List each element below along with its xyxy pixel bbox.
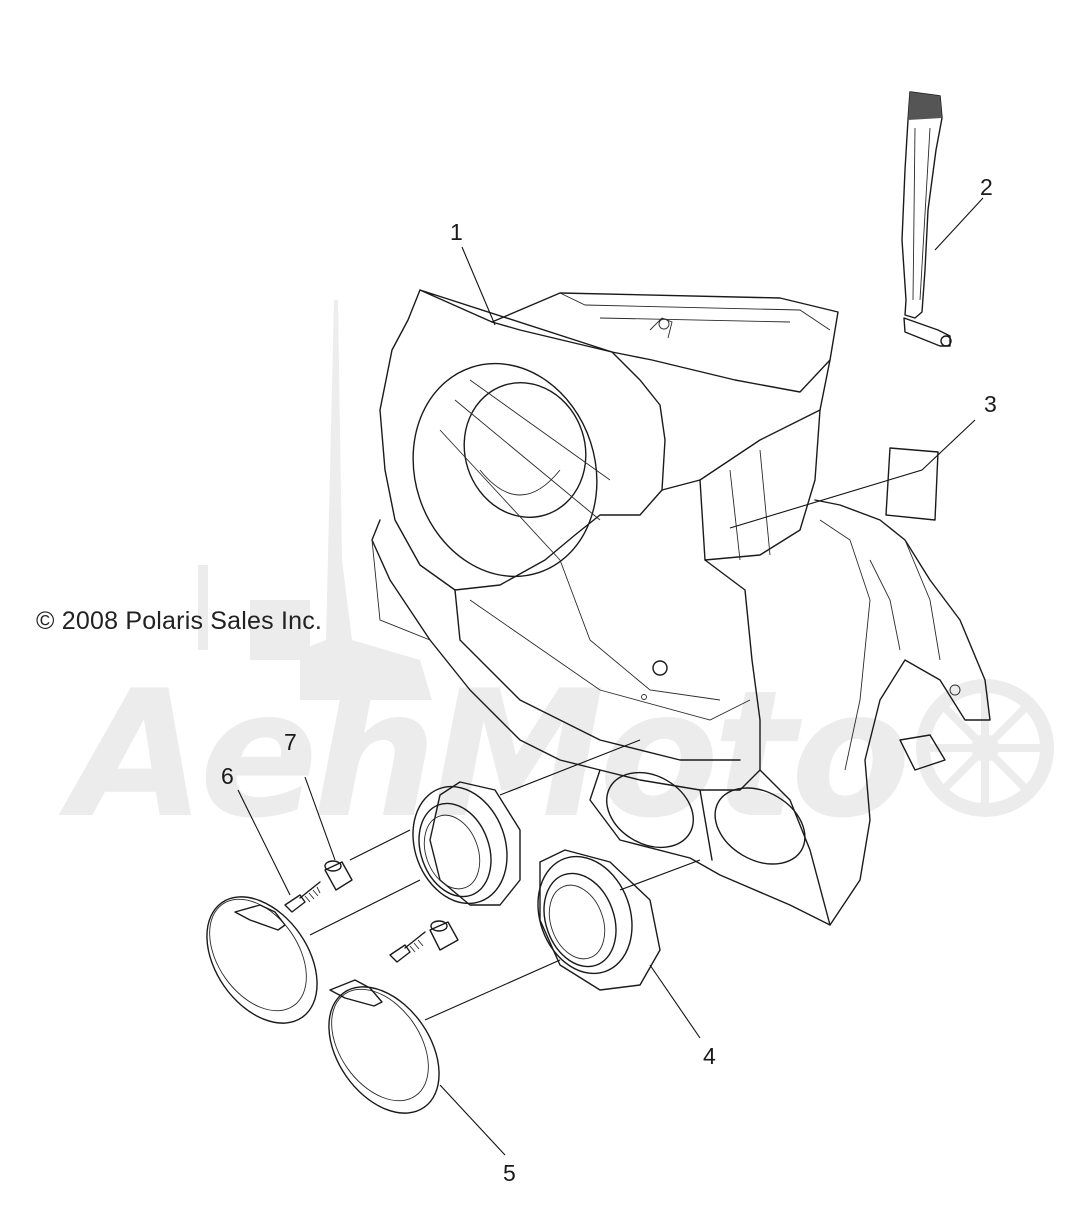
leader-lines (237, 197, 984, 1156)
airbox-housing (371, 289, 991, 926)
copyright-text: © 2008 Polaris Sales Inc. (36, 607, 323, 635)
spacer (324, 860, 459, 951)
hose-clamp (206, 896, 440, 1114)
callout-3: 3 (984, 391, 997, 417)
watermark-text: AehMoto (58, 654, 905, 857)
callout-7: 7 (284, 729, 297, 755)
callout-6: 6 (221, 763, 234, 789)
callout-1: 1 (450, 219, 463, 245)
callout-4: 4 (703, 1043, 716, 1069)
watermark-spire-icon (300, 300, 432, 700)
decal-label (885, 447, 939, 521)
intake-boot (412, 781, 661, 991)
callout-labels: 1 2 3 4 5 6 7 (221, 174, 997, 1186)
callout-5: 5 (503, 1160, 516, 1186)
callout-2: 2 (980, 174, 993, 200)
screw (284, 881, 426, 963)
retaining-strap (901, 91, 952, 347)
